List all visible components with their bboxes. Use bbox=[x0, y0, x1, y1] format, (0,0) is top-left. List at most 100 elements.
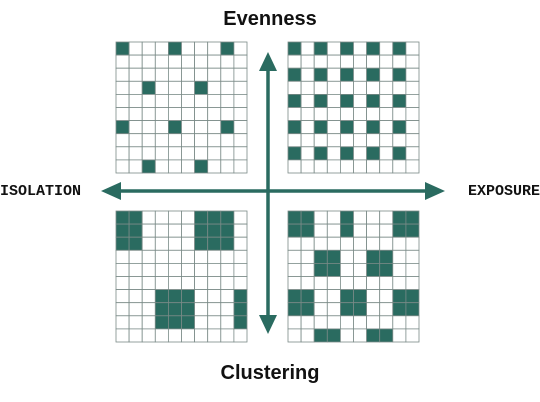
empty-cell bbox=[167, 107, 182, 122]
isolation-label: ISOLATION bbox=[0, 183, 82, 200]
filled-cell bbox=[220, 41, 235, 56]
filled-cell bbox=[167, 289, 182, 304]
empty-cell bbox=[366, 315, 381, 330]
empty-cell bbox=[220, 80, 235, 95]
empty-cell bbox=[405, 67, 420, 82]
empty-cell bbox=[353, 262, 368, 277]
empty-cell bbox=[300, 236, 315, 251]
empty-cell bbox=[300, 315, 315, 330]
filled-cell bbox=[353, 289, 368, 304]
empty-cell bbox=[300, 146, 315, 161]
empty-cell bbox=[207, 289, 222, 304]
filled-cell bbox=[300, 289, 315, 304]
empty-cell bbox=[313, 236, 328, 251]
empty-cell bbox=[154, 223, 169, 238]
empty-cell bbox=[405, 80, 420, 95]
empty-cell bbox=[128, 328, 143, 343]
filled-cell bbox=[220, 210, 235, 225]
empty-cell bbox=[287, 276, 302, 291]
filled-cell bbox=[287, 67, 302, 82]
empty-cell bbox=[154, 54, 169, 69]
empty-cell bbox=[287, 328, 302, 343]
empty-cell bbox=[379, 236, 394, 251]
empty-cell bbox=[194, 107, 209, 122]
filled-cell bbox=[339, 210, 354, 225]
empty-cell bbox=[141, 107, 156, 122]
empty-cell bbox=[128, 133, 143, 148]
empty-cell bbox=[141, 289, 156, 304]
empty-cell bbox=[366, 276, 381, 291]
clustering-label: Clustering bbox=[220, 362, 320, 384]
empty-cell bbox=[154, 94, 169, 108]
empty-cell bbox=[128, 41, 143, 56]
empty-cell bbox=[154, 210, 169, 225]
empty-cell bbox=[392, 107, 407, 122]
filled-cell bbox=[326, 328, 341, 343]
empty-cell bbox=[220, 302, 235, 317]
empty-cell bbox=[220, 249, 235, 264]
filled-cell bbox=[366, 262, 381, 277]
empty-cell bbox=[392, 80, 407, 95]
empty-cell bbox=[339, 133, 354, 148]
empty-cell bbox=[207, 107, 222, 122]
empty-cell bbox=[141, 41, 156, 56]
filled-cell bbox=[220, 120, 235, 135]
filled-cell bbox=[339, 146, 354, 161]
empty-cell bbox=[379, 41, 394, 56]
empty-cell bbox=[128, 159, 143, 174]
empty-cell bbox=[220, 159, 235, 174]
empty-cell bbox=[405, 133, 420, 148]
empty-cell bbox=[167, 262, 182, 277]
empty-cell bbox=[313, 133, 328, 148]
filled-cell bbox=[233, 302, 248, 317]
empty-cell bbox=[326, 54, 341, 69]
empty-cell bbox=[167, 249, 182, 264]
empty-cell bbox=[181, 120, 196, 135]
empty-cell bbox=[141, 94, 156, 108]
empty-cell bbox=[379, 54, 394, 69]
empty-cell bbox=[115, 146, 130, 161]
empty-cell bbox=[353, 94, 368, 108]
filled-cell bbox=[392, 120, 407, 135]
empty-cell bbox=[287, 54, 302, 69]
down-arrowhead-icon bbox=[259, 315, 277, 334]
empty-cell bbox=[181, 249, 196, 264]
empty-cell bbox=[405, 120, 420, 135]
empty-cell bbox=[115, 276, 130, 291]
empty-cell bbox=[207, 276, 222, 291]
filled-cell bbox=[194, 80, 209, 95]
empty-cell bbox=[287, 262, 302, 277]
empty-cell bbox=[154, 146, 169, 161]
filled-cell bbox=[339, 289, 354, 304]
empty-cell bbox=[154, 107, 169, 122]
empty-cell bbox=[339, 276, 354, 291]
empty-cell bbox=[233, 159, 248, 174]
empty-cell bbox=[128, 289, 143, 304]
empty-cell bbox=[300, 262, 315, 277]
filled-cell bbox=[379, 328, 394, 343]
empty-cell bbox=[154, 159, 169, 174]
filled-cell bbox=[287, 302, 302, 317]
empty-cell bbox=[141, 120, 156, 135]
filled-cell bbox=[115, 41, 130, 56]
empty-cell bbox=[313, 315, 328, 330]
filled-cell bbox=[300, 302, 315, 317]
empty-cell bbox=[167, 223, 182, 238]
empty-cell bbox=[128, 262, 143, 277]
empty-cell bbox=[379, 315, 394, 330]
empty-cell bbox=[233, 223, 248, 238]
empty-cell bbox=[220, 107, 235, 122]
filled-cell bbox=[392, 223, 407, 238]
empty-cell bbox=[405, 328, 420, 343]
filled-cell bbox=[287, 94, 302, 108]
empty-cell bbox=[287, 159, 302, 174]
evenness-label: Evenness bbox=[223, 8, 317, 30]
empty-cell bbox=[339, 249, 354, 264]
empty-cell bbox=[194, 315, 209, 330]
empty-cell bbox=[115, 54, 130, 69]
empty-cell bbox=[405, 249, 420, 264]
empty-cell bbox=[353, 236, 368, 251]
empty-cell bbox=[181, 80, 196, 95]
filled-cell bbox=[405, 210, 420, 225]
empty-cell bbox=[326, 315, 341, 330]
